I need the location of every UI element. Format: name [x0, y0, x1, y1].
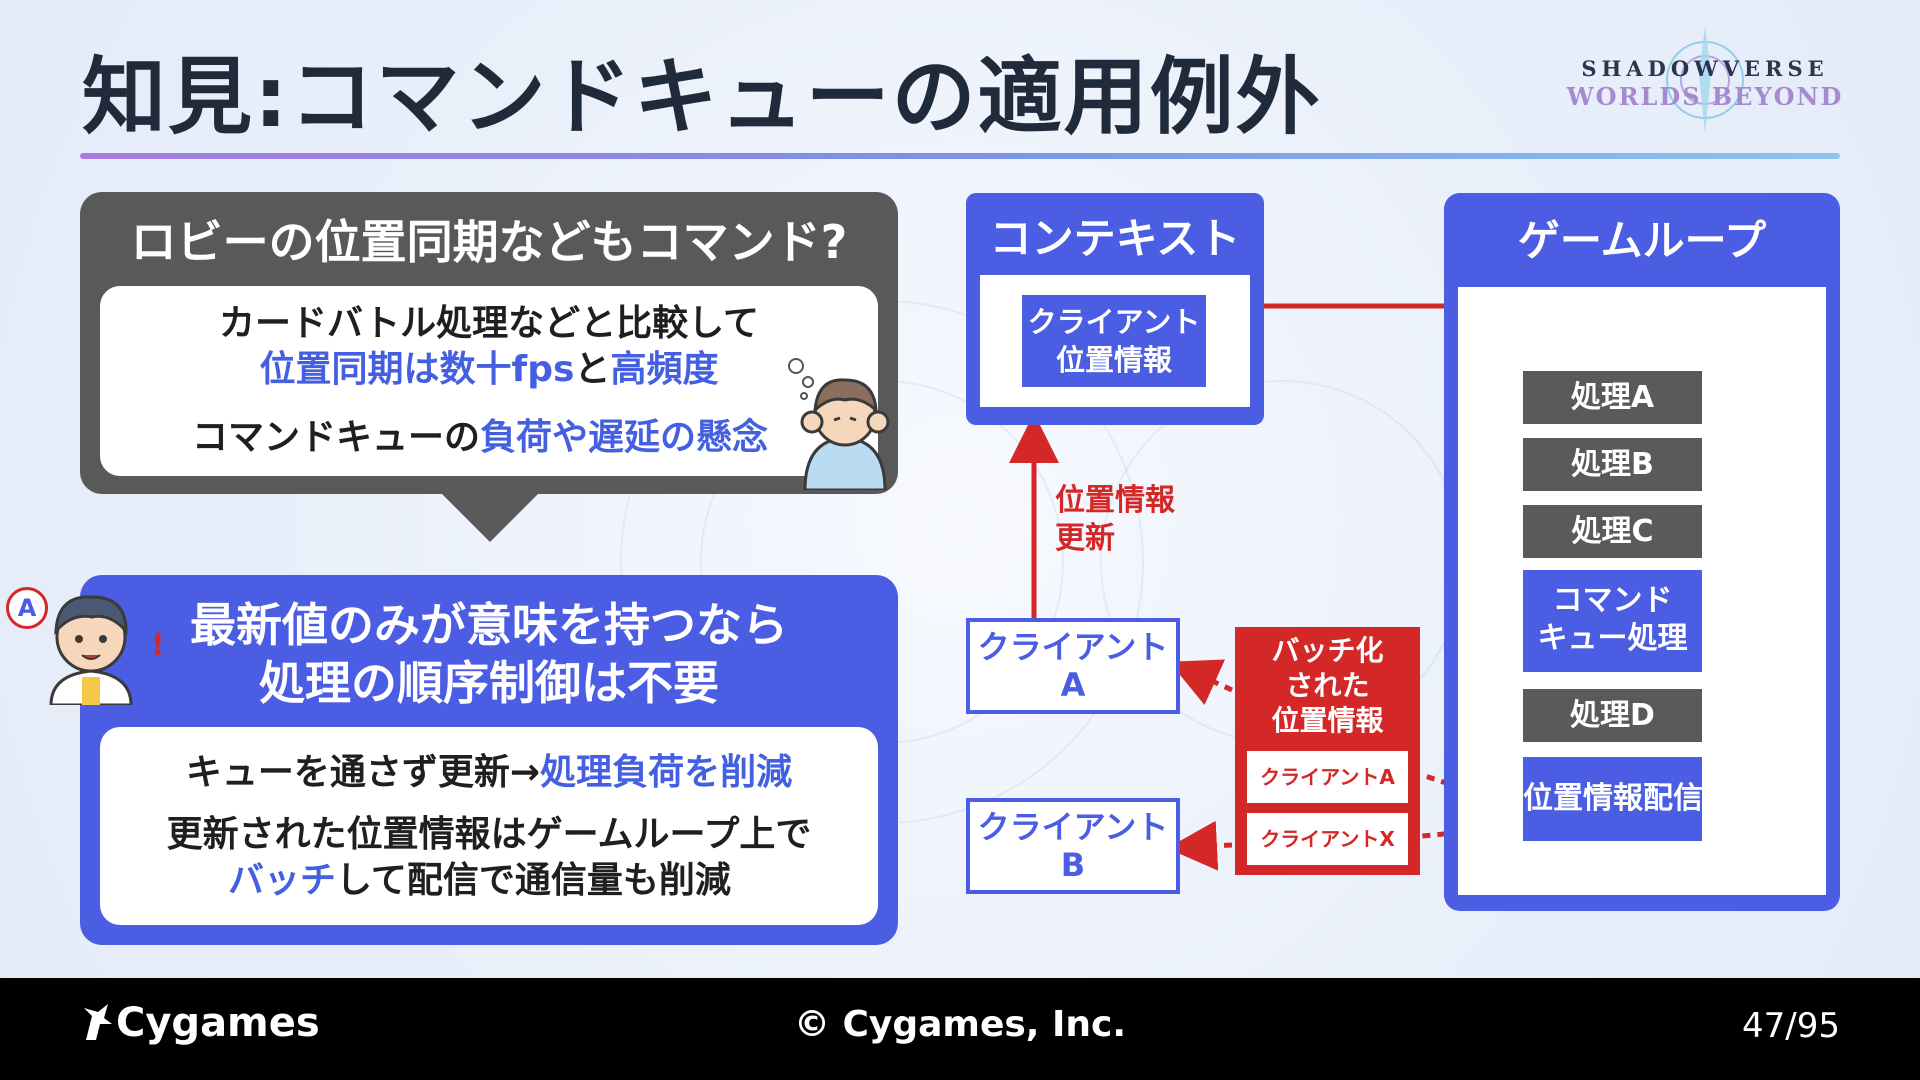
batch-title-line-3: 位置情報 — [1271, 704, 1384, 737]
logo-line-2: WORLDS BEYOND — [1566, 82, 1844, 111]
answer-title-line-2: 処理の順序制御は不要 — [259, 656, 719, 710]
process-d: 処理D — [1523, 689, 1702, 742]
client-a-box: クライアント A — [966, 618, 1180, 714]
batch-item-client-x: クライアントX — [1247, 813, 1408, 865]
question-line-3-lead: コマンドキューの — [192, 417, 481, 458]
answer-line-2: 更新された位置情報はゲームループ上で — [166, 814, 812, 855]
context-title: コンテキスト — [989, 214, 1241, 263]
footer-brand-text: Cygames — [116, 1000, 320, 1046]
answer-title-line-1: 最新値のみが意味を持つなら — [190, 598, 788, 652]
question-body: カードバトル処理などと比較して 位置同期は数十fpsと高頻度 コマンドキューの負… — [100, 286, 878, 476]
answer-line-1: キューを通さず更新→処理負荷を削減 — [100, 743, 878, 795]
context-cell-line-1: クライアント — [1027, 305, 1201, 339]
highlight-load-reduction: 処理負荷を削減 — [540, 752, 793, 793]
update-label: 位置情報 更新 — [1055, 482, 1175, 558]
footer-copyright: © Cygames, Inc. — [793, 1004, 1127, 1045]
context-box: コンテキスト クライアント 位置情報 — [966, 193, 1264, 425]
highlight-batch: バッチ — [228, 860, 337, 901]
down-arrow-icon — [442, 494, 538, 542]
highlight-frequency: 高頻度 — [610, 349, 719, 390]
logo-line-1: SHADOWVERSE — [1581, 56, 1829, 81]
answer-panel: 最新値のみが意味を持つなら 処理の順序制御は不要 キューを通さず更新→処理負荷を… — [80, 575, 898, 945]
logo-emblem-icon — [1666, 26, 1744, 134]
client-b-line-2: B — [1060, 846, 1086, 884]
game-loop-title: ゲームループ — [1517, 216, 1767, 265]
client-b-line-1: クライアント — [977, 808, 1169, 846]
svg-text:!: ! — [151, 628, 165, 663]
batch-title: バッチ化 された 位置情報 — [1235, 633, 1420, 738]
update-label-line-1: 位置情報 — [1055, 483, 1175, 518]
title-underline — [80, 153, 1840, 159]
presenter-icon: ! — [49, 595, 165, 707]
answer-body: キューを通さず更新→処理負荷を削減 更新された位置情報はゲームループ上で バッチ… — [100, 727, 878, 925]
question-line-2: 位置同期は数十fpsと高頻度 — [100, 340, 878, 392]
presenter-illustration: ! A — [6, 565, 166, 707]
batch-item-client-a: クライアントA — [1247, 751, 1408, 803]
question-line-3: コマンドキューの負荷や遅延の懸念 — [192, 408, 768, 460]
slide-title: 知見:コマンドキューの適用例外 — [82, 48, 1322, 146]
footer-brand: Cygames — [80, 1000, 320, 1046]
worried-person-icon — [800, 378, 890, 492]
process-b: 処理B — [1523, 438, 1702, 491]
highlight-concern: 負荷や遅延の懸念 — [480, 417, 769, 458]
batch-title-line-2: された — [1285, 669, 1370, 702]
process-command-queue: コマンド キュー処理 — [1523, 570, 1702, 672]
answer-line-1-lead: キューを通さず更新→ — [185, 752, 541, 793]
answer-badge: A — [6, 587, 48, 629]
batch-title-line-1: バッチ化 — [1271, 634, 1384, 667]
process-command-queue-line-1: コマンド — [1552, 583, 1673, 618]
question-line-2-joiner: と — [574, 349, 611, 390]
process-a: 処理A — [1523, 371, 1702, 424]
question-line-1: カードバトル処理などと比較して — [218, 303, 759, 344]
context-client-position: クライアント 位置情報 — [1022, 295, 1206, 387]
process-command-queue-line-2: キュー処理 — [1537, 621, 1688, 656]
update-label-line-2: 更新 — [1055, 521, 1115, 556]
batched-position-box: バッチ化 された 位置情報 クライアントA クライアントX — [1235, 627, 1420, 875]
question-panel: ロビーの位置同期などもコマンド? カードバトル処理などと比較して 位置同期は数十… — [80, 192, 898, 494]
client-a-line-1: クライアント — [977, 628, 1169, 666]
position-distribution: 位置情報配信 — [1523, 757, 1703, 841]
context-cell-line-2: 位置情報 — [1055, 343, 1172, 377]
question-title: ロビーの位置同期などもコマンド? — [130, 215, 848, 269]
client-a-line-2: A — [1060, 666, 1086, 704]
worried-person-illustration — [788, 358, 900, 492]
process-c: 処理C — [1523, 505, 1702, 558]
page-number: 47/95 — [1742, 1006, 1840, 1046]
footer: Cygames © Cygames, Inc. 47/95 — [0, 978, 1920, 1080]
client-b-box: クライアント B — [966, 798, 1180, 894]
highlight-fps: 位置同期は数十fps — [259, 349, 575, 390]
worry-bubbles-icon — [788, 358, 814, 400]
game-logo: SHADOWVERSE WORLDS BEYOND — [1555, 18, 1855, 138]
answer-line-3: バッチして配信で通信量も削減 — [228, 851, 731, 903]
answer-line-3-rest: して配信で通信量も削減 — [336, 860, 731, 901]
cygames-logo-icon — [84, 1004, 112, 1040]
